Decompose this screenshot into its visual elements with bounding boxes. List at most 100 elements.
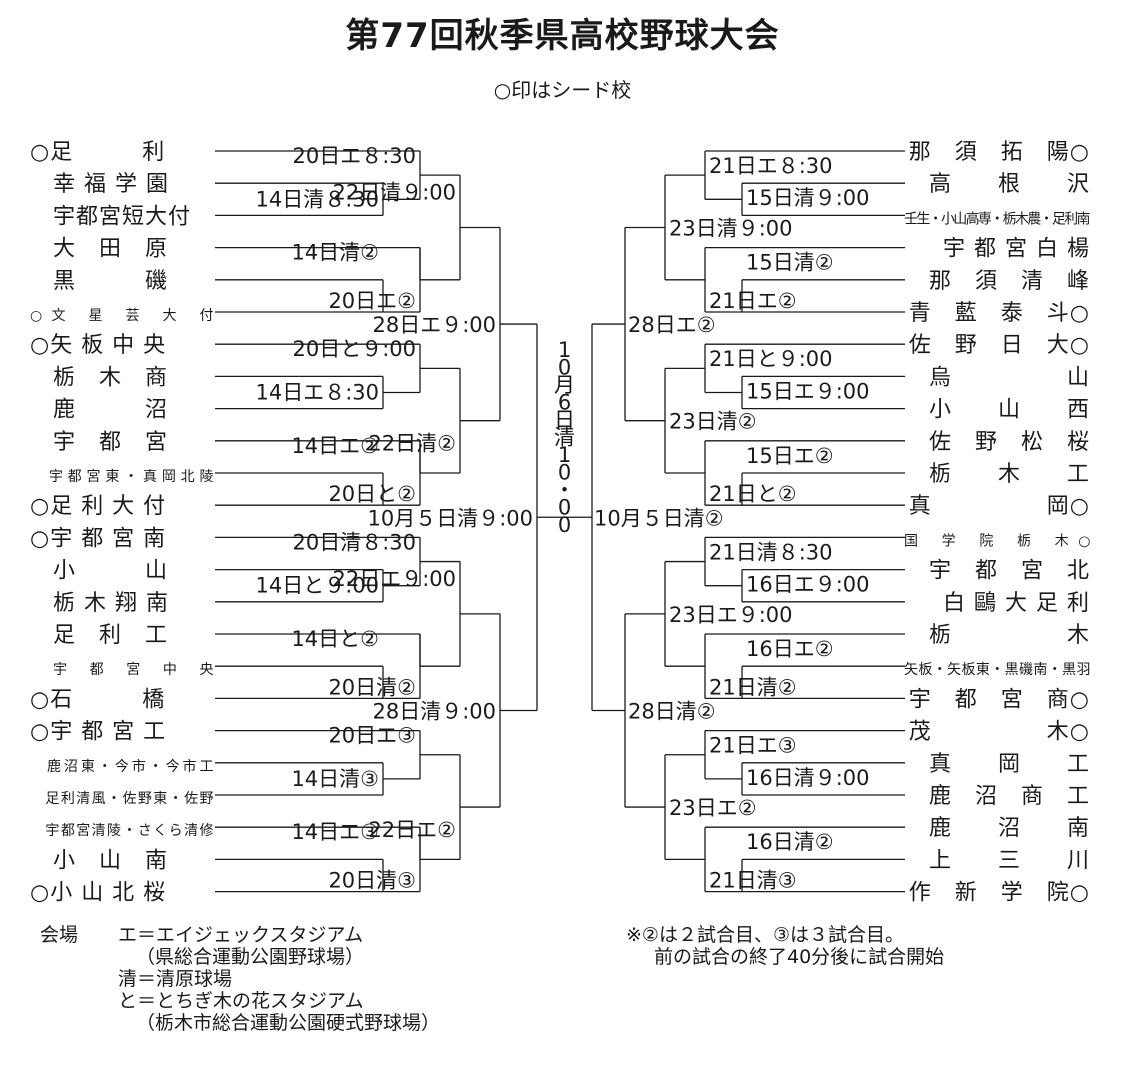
- team-name: 足 利 工: [30, 623, 168, 648]
- game-label: 20日エ８:30: [292, 144, 416, 168]
- game-label: 21日と９:00: [709, 347, 833, 371]
- team-name: 小 山 南: [30, 848, 168, 873]
- team-name: 宇都宮清陵・さくら清修: [30, 823, 214, 839]
- venue-line: エ＝エイジェックスタジアム: [118, 924, 364, 946]
- game-label: 28日清９:00: [372, 699, 496, 723]
- team-name: 矢板・矢板東・黒磯南・黒羽: [904, 662, 1090, 678]
- team-name: 那 須 拓 陽○: [909, 140, 1090, 165]
- team-name: ○宇 都 宮 南: [30, 526, 166, 551]
- game-order-note: ※②は２試合目、③は３試合目。 前の試合の終了40分後に試合開始: [626, 924, 944, 968]
- game-label: 21日清③: [709, 869, 797, 893]
- final-label-char: 1: [558, 443, 571, 467]
- game-label: 23日清９:00: [669, 216, 793, 240]
- game-label: 21日清②: [709, 675, 797, 699]
- note-line: ※②は２試合目、③は３試合目。: [626, 924, 904, 946]
- game-label: 14日清③: [291, 767, 379, 791]
- game-label: 15日エ②: [746, 444, 834, 468]
- team-name: 小 山 西: [929, 398, 1090, 423]
- team-name: 幸 福 学 園: [30, 172, 169, 197]
- game-label: 16日エ９:00: [746, 573, 870, 597]
- team-name: 足利清風・佐野東・佐野: [30, 791, 214, 807]
- game-label: 28日エ９:00: [372, 313, 496, 337]
- game-label: 28日エ②: [628, 313, 716, 337]
- team-name: ○石 橋: [30, 687, 165, 712]
- game-label: 14日エ③: [291, 820, 379, 844]
- final-label-char: 月: [554, 373, 575, 397]
- game-label: 14日清②: [291, 241, 379, 265]
- bracket-lines: [215, 150, 905, 893]
- game-label: 22日清９:00: [332, 180, 456, 204]
- team-name: 宇都宮東・真岡北陵: [30, 469, 214, 485]
- final-label-char: ・: [554, 478, 575, 502]
- game-label: 20日エ②: [328, 289, 416, 313]
- team-name: 国 学 院 栃 木○: [904, 533, 1090, 549]
- team-name: 宇 都 宮 商○: [909, 687, 1090, 712]
- team-name: 壬生・小山高専・栃木農・足利南: [904, 210, 1091, 227]
- game-label: 16日清９:00: [746, 766, 870, 790]
- game-label: 15日エ９:00: [746, 379, 870, 403]
- team-name: 大 田 原: [30, 237, 168, 262]
- game-label: 22日エ②: [368, 818, 456, 842]
- team-name: ○足 利 大 付: [30, 494, 166, 519]
- game-label: 14日清８:30: [255, 187, 379, 211]
- team-name: 烏 山: [929, 365, 1090, 390]
- team-name: 真 岡○: [909, 494, 1090, 519]
- venue-line: （栃木市総合運動公園硬式野球場）: [136, 1012, 441, 1034]
- game-label: 20日と９:00: [292, 337, 416, 361]
- team-name: ○矢 板 中 央: [30, 333, 166, 358]
- team-name: 上 三 川: [929, 848, 1090, 873]
- game-label: 21日清８:30: [709, 540, 833, 564]
- final-label-char: 0: [558, 461, 571, 485]
- game-label: 20日と②: [328, 482, 416, 506]
- game-label: 28日清②: [628, 699, 716, 723]
- game-label: 10月５日清②: [594, 506, 724, 530]
- team-name: 宇 都 宮 北: [929, 559, 1090, 584]
- seed-legend: ○印はシード校: [493, 78, 632, 102]
- game-label: 16日清②: [746, 830, 834, 854]
- final-label-char: 0: [558, 496, 571, 520]
- venue-line: （県総合運動公園野球場）: [136, 946, 365, 968]
- team-name: 鹿 沼 商 工: [929, 784, 1090, 809]
- team-name: 宇都宮短大付: [30, 204, 191, 229]
- team-name: 鹿 沼 南: [929, 816, 1090, 841]
- game-label: 20日清②: [328, 675, 416, 699]
- game-label: 22日エ９:00: [332, 567, 456, 591]
- game-label: 23日清②: [669, 410, 757, 434]
- final-label-char: 1: [558, 338, 571, 362]
- game-label: 21日と②: [709, 482, 797, 506]
- team-name: 黒 磯: [30, 269, 168, 294]
- team-name: 佐 野 日 大○: [909, 333, 1090, 358]
- game-label: 23日エ９:00: [669, 603, 793, 627]
- game-label: 14日エ８:30: [255, 381, 379, 405]
- team-name: 真 岡 工: [929, 752, 1090, 777]
- game-label: 15日清②: [746, 251, 834, 275]
- game-label: 14日エ②: [291, 434, 379, 458]
- venue-heading: 会場: [40, 924, 79, 946]
- team-name: 宇 都 宮 白 楊: [943, 237, 1090, 262]
- team-name: ○文 星 芸 大 付: [30, 308, 214, 324]
- team-name: 宇 都 宮: [30, 430, 168, 455]
- game-label: 21日エ②: [709, 289, 797, 313]
- team-name: 鹿沼東・今市・今市工: [30, 758, 214, 775]
- note-line: 前の試合の終了40分後に試合開始: [654, 946, 945, 968]
- team-name: ○宇 都 宮 工: [30, 720, 166, 745]
- team-name: 青 藍 泰 斗○: [909, 301, 1090, 326]
- game-label: 20日清③: [328, 869, 416, 893]
- game-label: 22日清②: [368, 432, 456, 456]
- team-name: 茂 木○: [909, 720, 1090, 745]
- team-name: 鹿 沼: [30, 398, 168, 423]
- final-label-char: 6: [558, 391, 571, 415]
- team-name: 小 山: [30, 559, 168, 584]
- game-label: 16日エ②: [746, 637, 834, 661]
- game-label: 23日エ②: [669, 796, 757, 820]
- team-name: 白 鷗 大 足 利: [943, 591, 1090, 616]
- team-name: 宇 都 宮 中 央: [30, 662, 214, 678]
- team-name: 高 根 沢: [929, 172, 1090, 197]
- team-name: ○足 利: [30, 140, 165, 165]
- team-name: 栃 木 商: [30, 365, 168, 390]
- team-name: 栃 木 工: [929, 462, 1090, 487]
- team-name: 佐 野 松 桜: [929, 430, 1090, 455]
- game-label: 20日エ③: [328, 724, 416, 748]
- final-label-char: 日: [554, 408, 575, 432]
